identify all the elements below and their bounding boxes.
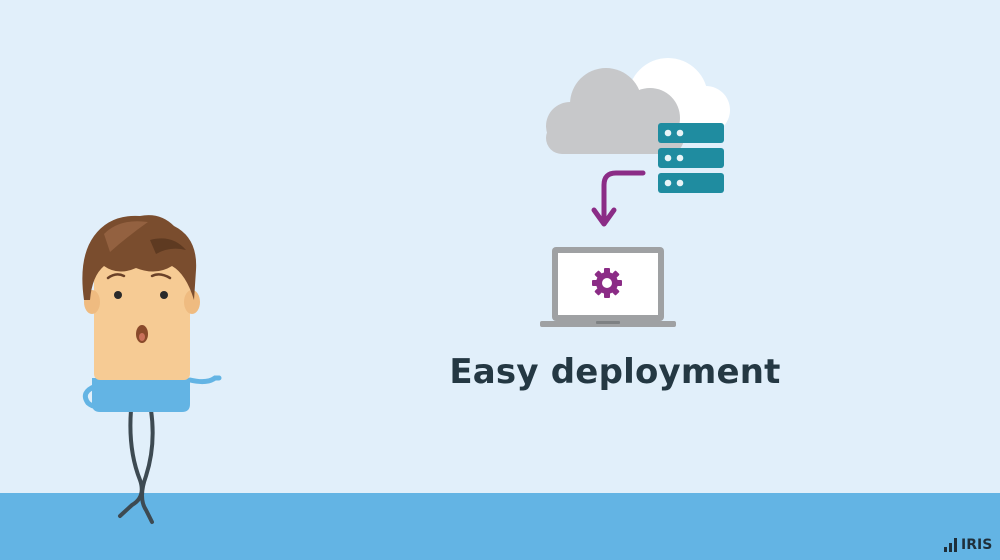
headline: Easy deployment <box>449 352 781 392</box>
logo-text: IRIS <box>961 537 993 553</box>
laptop-icon <box>540 247 676 327</box>
character-illustration <box>82 215 222 524</box>
floor <box>0 493 1000 560</box>
iris-logo: IRIS <box>944 532 992 552</box>
gear-icon <box>592 268 622 298</box>
server-stack-icon <box>658 123 724 193</box>
logo-bars-icon <box>944 538 957 552</box>
arrow-down-icon <box>591 170 646 227</box>
